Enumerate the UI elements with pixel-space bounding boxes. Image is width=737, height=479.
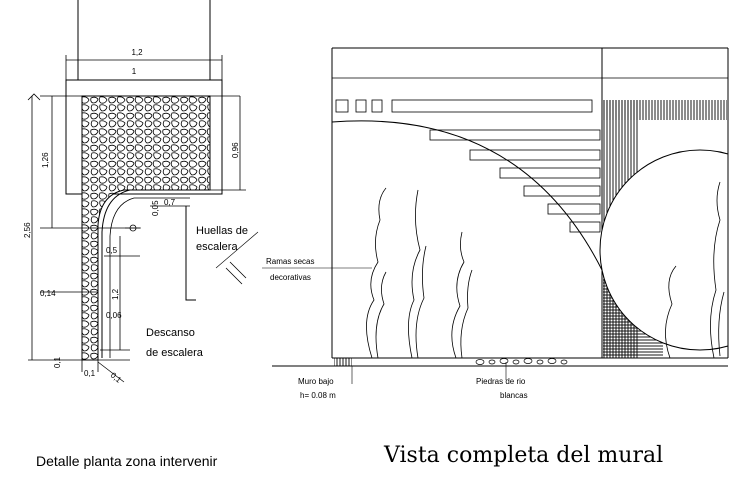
label-treads-line1: Huellas de: [196, 225, 248, 237]
label-landing-line2: de escalera: [146, 347, 204, 359]
dim-height-total: 2,56: [23, 222, 32, 238]
dim-right-height: 0,96: [231, 142, 240, 158]
dim-inner-height: 1,2: [111, 288, 120, 300]
dim-step-a: 0,05: [151, 200, 160, 216]
dim-inner-width: 0,06: [106, 311, 122, 320]
dim-left-gap: 0,14: [40, 289, 56, 298]
label-stones-line2: blancas: [500, 391, 528, 400]
label-low-wall-line2: h= 0.08 m: [300, 391, 336, 400]
dim-top-mark: 1: [132, 67, 137, 76]
dim-bottom-b: 0,1: [84, 369, 96, 378]
label-branches-line1: Ramas secas: [266, 257, 314, 266]
dim-step-c: 0,5: [106, 246, 118, 255]
dim-step-b: 0,7: [164, 198, 176, 207]
elevation-title: Vista completa del mural: [383, 443, 663, 468]
dim-diag: 0,1: [109, 371, 124, 385]
label-landing-line1: Descanso: [146, 327, 195, 339]
plan-detail: [27, 0, 259, 383]
dim-top-width: 1,2: [131, 48, 143, 57]
dim-bottom-a: 0,1: [53, 356, 62, 368]
plan-detail-title: Detalle planta zona intervenir: [36, 453, 218, 469]
mural-elevation: [262, 47, 737, 384]
label-stones-line1: Piedras de rio: [476, 377, 526, 386]
label-branches-line2: decorativas: [270, 273, 311, 282]
label-treads-line2: escalera: [196, 241, 238, 253]
label-low-wall-line1: Muro bajo: [298, 377, 334, 386]
dim-height-upper: 1,26: [41, 152, 50, 168]
